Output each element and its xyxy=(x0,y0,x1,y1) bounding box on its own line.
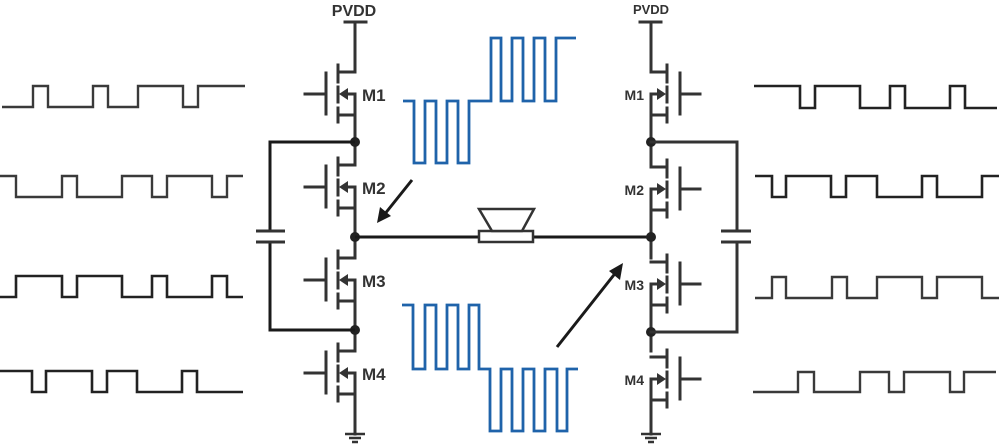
right-waveform-m2 xyxy=(755,174,999,199)
left-waveform-m1 xyxy=(2,84,245,109)
output-waveforms xyxy=(402,36,578,433)
right-waveform-m1 xyxy=(754,84,997,110)
left-m2-label: M2 xyxy=(362,179,386,198)
left-flying-capacitor xyxy=(256,229,285,244)
left-m4-label: M4 xyxy=(362,365,386,384)
left-ground-icon xyxy=(345,432,365,444)
arrow-to-left-node xyxy=(377,179,414,223)
right-transistor-m1: M1 xyxy=(625,63,702,124)
left-node-waveform xyxy=(403,36,576,165)
right-transistor-m3: M3 xyxy=(625,253,702,314)
left-transistor-m4: M4 xyxy=(303,342,386,403)
right-waveform-m4 xyxy=(753,370,996,394)
right-node-waveform xyxy=(402,303,578,433)
right-m2-label: M2 xyxy=(625,182,645,198)
left-waveform-m2 xyxy=(0,174,243,199)
body-arrow-icon xyxy=(339,367,348,379)
speaker-load xyxy=(355,207,651,244)
right-waveform-m3 xyxy=(755,275,999,300)
left-waveform-m4 xyxy=(0,369,243,394)
right-m4-label: M4 xyxy=(625,372,645,388)
body-arrow-icon xyxy=(339,181,348,193)
body-arrow-icon xyxy=(657,373,666,385)
speaker-cone-icon xyxy=(476,207,537,233)
body-arrow-icon xyxy=(657,278,666,290)
body-arrow-icon xyxy=(339,88,348,100)
arrow-to-right-node xyxy=(555,263,623,348)
right-transistor-m4: M4 xyxy=(625,348,702,409)
body-arrow-icon xyxy=(657,183,666,195)
annotation-arrows xyxy=(377,179,623,348)
body-arrow-icon xyxy=(657,88,666,100)
left-m1-label: M1 xyxy=(362,86,386,105)
right-leg: PVDD M1 xyxy=(625,2,751,444)
right-transistor-m2: M2 xyxy=(625,158,702,219)
left-transistor-m1: M1 xyxy=(303,63,386,124)
left-waveform-m3 xyxy=(0,274,243,299)
right-output-node xyxy=(646,232,656,242)
left-pvdd-label: PVDD xyxy=(332,3,376,20)
right-flying-capacitor xyxy=(721,229,751,244)
speaker-icon xyxy=(477,229,535,244)
left-transistor-m2: M2 xyxy=(303,156,386,217)
body-arrow-icon xyxy=(339,274,348,286)
left-leg: PVDD M1 xyxy=(256,3,386,444)
right-ground-icon xyxy=(641,432,661,444)
left-gate-waveforms xyxy=(0,84,245,394)
right-m3-label: M3 xyxy=(625,277,645,293)
left-m3-label: M3 xyxy=(362,272,386,291)
left-transistor-m3: M3 xyxy=(303,249,386,310)
right-gate-waveforms xyxy=(753,84,999,394)
right-m1-label: M1 xyxy=(625,87,645,103)
right-pvdd-label: PVDD xyxy=(633,2,669,17)
